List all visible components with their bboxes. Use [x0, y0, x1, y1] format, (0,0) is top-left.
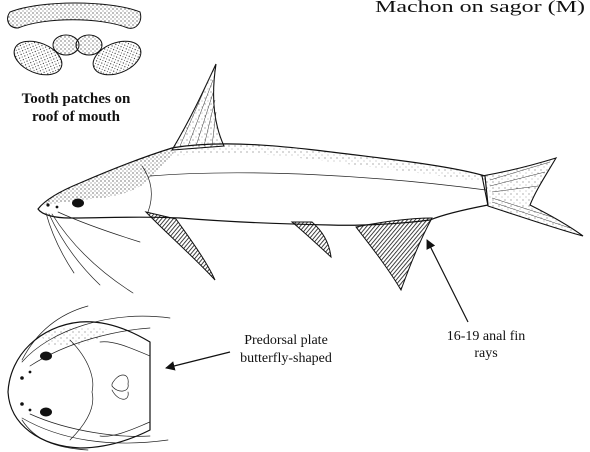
predorsal-label-line1: Predorsal plate [244, 333, 328, 348]
dorsal-fin [172, 64, 224, 150]
caudal-fin [482, 158, 583, 236]
dorsal-view-skull-ridge [70, 340, 93, 440]
predorsal-arrow [166, 352, 230, 368]
tooth-patch-middle-right [76, 35, 102, 55]
tooth-patches-figure [8, 3, 146, 81]
dorsal-view-nostril-4 [29, 409, 32, 412]
predorsal-label-line2: butterfly-shaped [240, 351, 332, 366]
pectoral-fin [146, 212, 215, 280]
pelvic-fin [292, 222, 331, 257]
barbel-4 [58, 212, 140, 242]
back-stippling [172, 144, 485, 182]
anal-fin-arrow [427, 240, 468, 322]
dorsal-view-nostril-2 [20, 402, 24, 406]
anal-fin-label-line1: 16-19 anal fin [447, 329, 526, 344]
head-dorsal-view [8, 306, 170, 450]
barbel-1 [46, 213, 74, 273]
dorsal-view-nostril-3 [29, 371, 32, 374]
nostril-front [46, 203, 49, 206]
nostril-rear [56, 206, 59, 209]
anal-fin [356, 218, 432, 290]
tooth-patches-label-line1: Tooth patches on [22, 91, 131, 107]
species-caption: Machon on sagor (M) [375, 0, 585, 16]
barbel-2 [49, 214, 100, 285]
tooth-patch-middle-left [53, 35, 79, 55]
eye [72, 199, 84, 208]
tooth-patch-upper [8, 3, 141, 28]
anal-fin-label-line2: rays [474, 346, 497, 361]
dorsal-view-pectoral-edges [100, 342, 150, 437]
predorsal-plate [112, 375, 128, 399]
dorsal-view-nostril-1 [20, 376, 24, 380]
dorsal-view-eye-lower [40, 408, 52, 417]
tooth-patches-label-line2: roof of mouth [32, 109, 121, 125]
dorsal-view-eye-upper [40, 352, 52, 361]
head-stippling [42, 148, 174, 205]
